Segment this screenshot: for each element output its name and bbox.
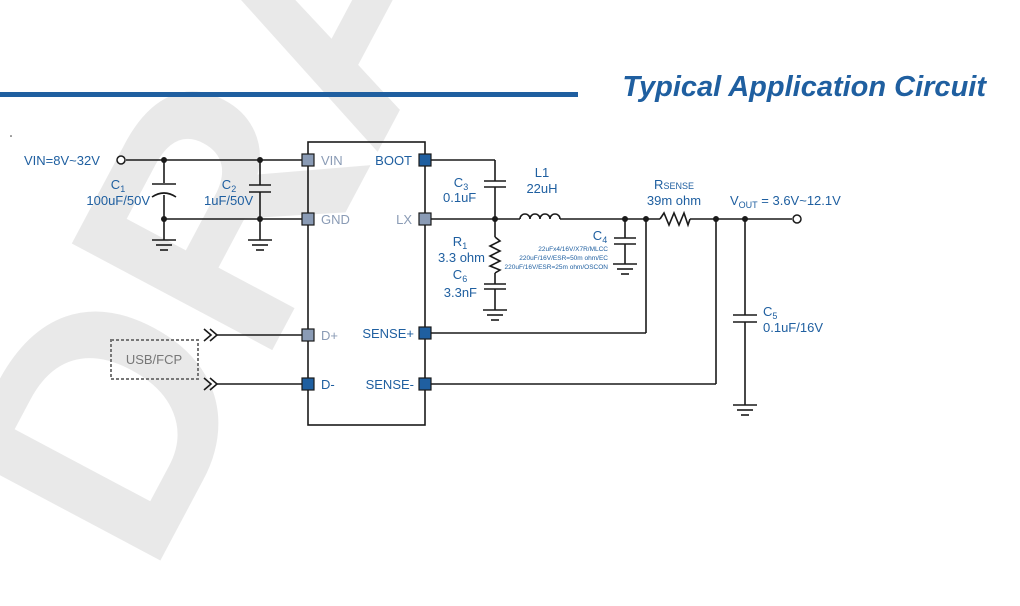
c2-capacitor-symbol: [249, 184, 271, 193]
c6-ref: C6: [453, 267, 467, 284]
rsense-value: 39m ohm: [647, 193, 701, 208]
pin-senseminus-square: [418, 377, 432, 391]
c5-value: 0.1uF/16V: [763, 320, 823, 335]
vout-terminal: [792, 214, 802, 224]
pin-label-lx: LX: [396, 212, 412, 227]
c2-ref: C2: [222, 177, 236, 194]
c1-capacitor-symbol: [151, 183, 177, 198]
ic-pins: [301, 153, 432, 391]
ic-body: [307, 141, 426, 426]
c5-ref: C5: [763, 304, 777, 321]
usb-fcp-box: [110, 339, 199, 380]
c4-ref: C4: [593, 228, 607, 245]
l1-inductor-symbol: [519, 213, 561, 220]
pin-label-dplus: D+: [321, 328, 338, 343]
rsense-resistor-symbol: [659, 210, 691, 228]
c4-note-2: 220uF/16V/ESR=50m ohm/EC: [519, 255, 608, 262]
wiring: [126, 159, 792, 405]
pin-vin-square: [301, 153, 315, 167]
c6-capacitor-symbol: [484, 283, 506, 290]
pin-label-gnd: GND: [321, 212, 350, 227]
c3-value: 0.1uF: [443, 190, 476, 205]
vin-terminal: [116, 155, 126, 165]
pin-dplus-square: [301, 328, 315, 342]
c3-ref: C3: [454, 175, 468, 192]
ground-symbol-c4: [613, 263, 637, 275]
ground-symbol-c1: [152, 239, 176, 251]
rsense-ref: RSENSE: [654, 177, 694, 192]
pin-lx-square: [418, 212, 432, 226]
usb-connector-arrows: [203, 328, 219, 391]
c4-note-1: 22uFx4/16V/X7R/MLCC: [538, 246, 608, 253]
l1-ref: L1: [535, 165, 549, 180]
pin-label-senseplus: SENSE+: [362, 326, 414, 341]
c1-value: 100uF/50V: [86, 193, 150, 208]
r1-value: 3.3 ohm: [438, 250, 485, 265]
ground-symbol-c6: [483, 309, 507, 321]
ground-symbol-c5: [733, 404, 757, 416]
pin-dminus-square: [301, 377, 315, 391]
pin-label-vin: VIN: [321, 153, 343, 168]
pin-senseplus-square: [418, 326, 432, 340]
ground-symbol-c2: [248, 239, 272, 251]
pin-label-boot: BOOT: [375, 153, 412, 168]
pin-label-dminus: D-: [321, 377, 335, 392]
c5-capacitor-symbol: [733, 314, 757, 323]
l1-value: 22uH: [526, 181, 557, 196]
c1-ref: C1: [111, 177, 125, 194]
c4-capacitor-symbol: [614, 237, 636, 245]
usb-fcp-label: USB/FCP: [126, 352, 182, 367]
r1-ref: R1: [453, 234, 467, 251]
header-rule: [0, 92, 578, 97]
pin-gnd-square: [301, 212, 315, 226]
c3-capacitor-symbol: [484, 180, 506, 188]
stray-dot: [10, 135, 12, 137]
r1-resistor-symbol: [488, 236, 502, 274]
c2-value: 1uF/50V: [204, 193, 253, 208]
pin-boot-square: [418, 153, 432, 167]
vout-label: VOUT = 3.6V~12.1V: [730, 193, 841, 210]
c6-value: 3.3nF: [444, 285, 477, 300]
page-title: Typical Application Circuit: [622, 71, 987, 103]
c4-note-3: 220uF/16V/ESR=25m ohm/OSCON: [504, 264, 608, 271]
junction-dots: [161, 157, 748, 222]
pin-label-senseminus: SENSE-: [366, 377, 414, 392]
vin-label: VIN=8V~32V: [24, 153, 100, 168]
